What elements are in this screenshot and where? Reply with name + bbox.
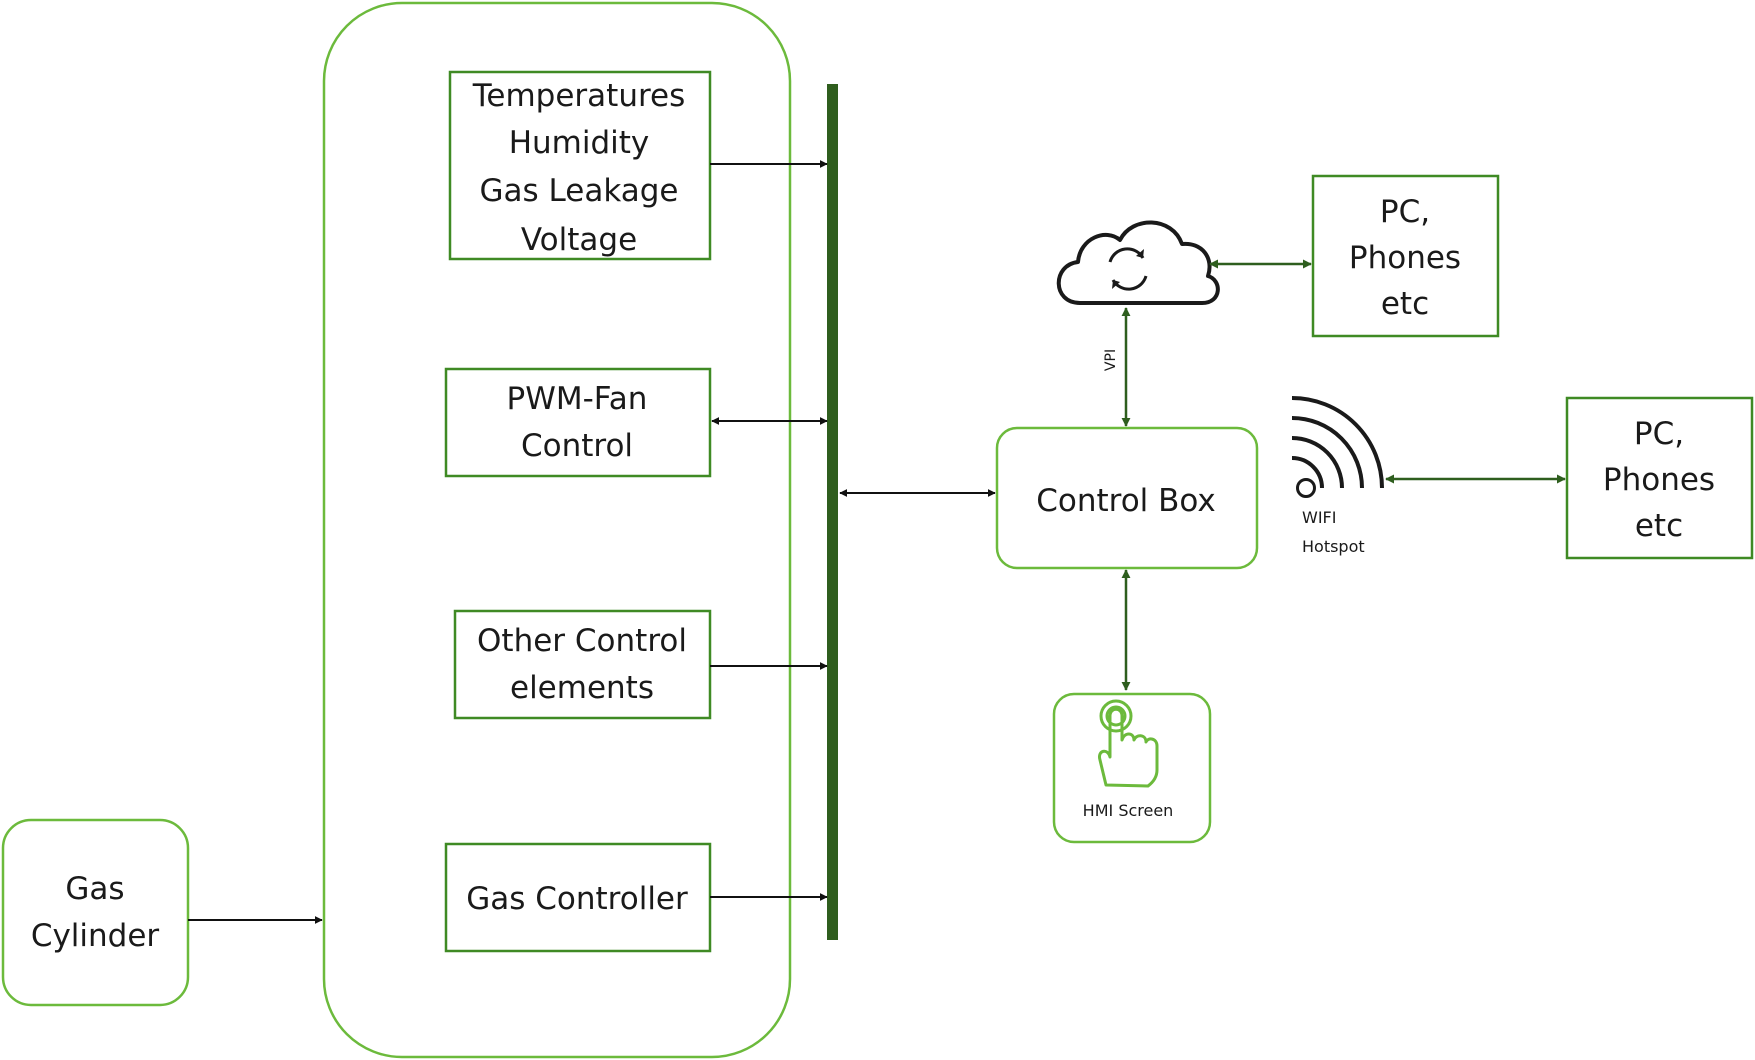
gas-controller-label: Gas Controller: [466, 881, 688, 917]
pwm-fan-line2: Control: [521, 428, 633, 464]
pc-phones-wifi-node: PC, Phones etc: [1565, 396, 1754, 560]
cloud-sync-icon: [1056, 220, 1220, 305]
touch-hand-icon: [1098, 699, 1159, 788]
pc-cloud-line3: etc: [1381, 286, 1429, 322]
pc-phones-cloud-node: PC, Phones etc: [1311, 174, 1500, 338]
pc-cloud-line2: Phones: [1349, 240, 1461, 276]
gas-cylinder-label-line1: Gas: [65, 871, 124, 907]
gas-controller-node: Gas Controller: [444, 842, 712, 953]
wifi-signal-icon: [1291, 396, 1384, 498]
pwm-fan-node: PWM-Fan Control: [444, 367, 712, 478]
gas-cylinder-label-line2: Cylinder: [31, 918, 160, 954]
control-box-node: Control Box: [995, 426, 1259, 570]
gas-cylinder-node: Gas Cylinder: [1, 818, 190, 1007]
sensors-node: Temperatures Humidity Gas Leakage Voltag…: [448, 70, 712, 261]
wifi-label-line2: Hotspot: [1302, 537, 1365, 556]
pc-wifi-line2: Phones: [1603, 462, 1715, 498]
vpi-label: VPI: [1103, 349, 1119, 371]
sensors-line4: Voltage: [521, 222, 637, 258]
other-control-line1: Other Control: [477, 623, 687, 659]
sensors-line3: Gas Leakage: [480, 173, 679, 209]
module-container: [322, 1, 792, 1059]
pc-wifi-line3: etc: [1635, 508, 1683, 544]
bus-bar: [827, 84, 838, 940]
other-control-line2: elements: [510, 670, 654, 706]
pc-wifi-line1: PC,: [1634, 416, 1684, 452]
control-box-label: Control Box: [1036, 483, 1216, 519]
pwm-fan-line1: PWM-Fan: [507, 381, 648, 417]
pc-cloud-line1: PC,: [1380, 194, 1430, 230]
hmi-screen-node: HMI Screen: [1052, 692, 1212, 844]
other-control-node: Other Control elements: [453, 609, 712, 720]
wifi-label-line1: WIFI: [1302, 508, 1336, 527]
hmi-screen-label: HMI Screen: [1083, 801, 1174, 820]
sensors-line1: Temperatures: [472, 78, 686, 114]
sensors-line2: Humidity: [509, 125, 650, 161]
